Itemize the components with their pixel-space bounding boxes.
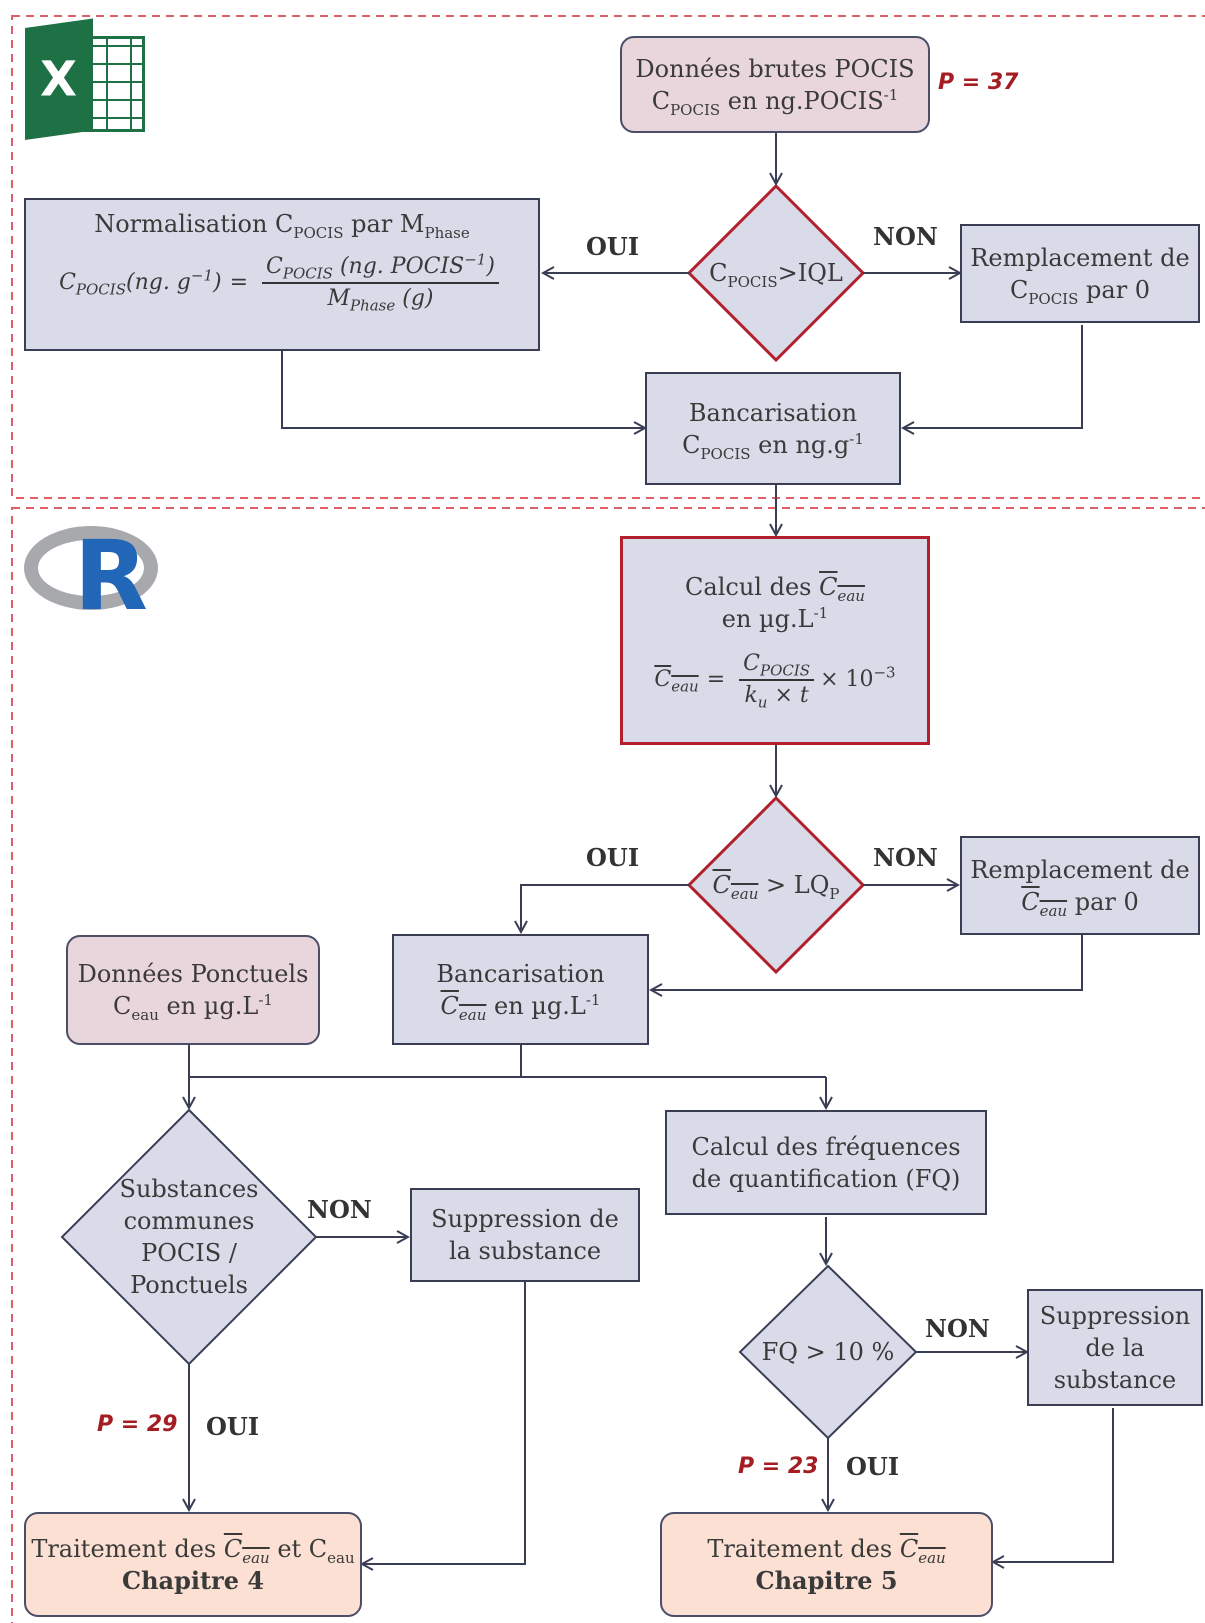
- replace1-line1: Remplacement de: [970, 243, 1190, 272]
- diamond-fq-text: FQ > 10 %: [761, 1338, 895, 1366]
- r-section-frame: [11, 507, 1205, 1623]
- p-value-37: P = 37: [938, 70, 1019, 95]
- r-logo: R: [24, 520, 159, 625]
- raw-line2: CPOCIS en ng.POCIS-1: [651, 85, 899, 119]
- replace-cpocis-box: Remplacement de CPOCIS par 0: [960, 224, 1200, 323]
- trait4-line1: Traitement des Ceau et Ceau: [31, 1534, 355, 1567]
- suppression-substance-box-1: Suppression de la substance: [410, 1188, 640, 1282]
- banc2-line1: Bancarisation: [436, 959, 605, 988]
- raw-line1: Données brutes POCIS: [635, 54, 915, 83]
- replace2-line1: Remplacement de: [970, 855, 1190, 884]
- diamond-iql-text: CPOCIS>IQL: [709, 259, 843, 291]
- ponctuels-line1: Données Ponctuels: [77, 960, 309, 988]
- fq-line1: Calcul des fréquences: [691, 1132, 961, 1161]
- suppression-substance-box-2: Suppression de la substance: [1027, 1289, 1203, 1406]
- decision-diamond-lqp: [686, 795, 866, 975]
- calcul-ceau-box: Calcul des Ceau en µg.L-1 Ceau = CPOCIS …: [620, 536, 930, 745]
- trait4-chapter: Chapitre 4: [121, 1565, 265, 1595]
- suppr2-line2: de la: [1085, 1333, 1145, 1362]
- diamond-lqp-text: Ceau > LQP: [712, 871, 840, 903]
- bancarisation-ceau-box: Bancarisation Ceau en µg.L-1: [392, 934, 649, 1045]
- normalisation-title: Normalisation CPOCIS par MPhase: [94, 210, 470, 242]
- raw-pocis-data-box: Données brutes POCIS CPOCIS en ng.POCIS-…: [620, 36, 930, 133]
- label-non-4: NON: [925, 1314, 990, 1343]
- p-value-23: P = 23: [738, 1454, 819, 1479]
- banc1-line2: CPOCIS en ng.g-1: [682, 429, 864, 463]
- normalisation-box: Normalisation CPOCIS par MPhase CPOCIS(n…: [24, 198, 540, 351]
- label-non-2: NON: [873, 843, 938, 872]
- bancarisation-pocis-box: Bancarisation CPOCIS en ng.g-1: [645, 372, 901, 485]
- trait5-chapter: Chapitre 5: [755, 1565, 898, 1595]
- suppr1-line1: Suppression de: [431, 1205, 619, 1233]
- trait5-line1: Traitement des Ceau: [707, 1534, 946, 1567]
- excel-letter: X: [40, 51, 78, 108]
- arrow-suppr2-to-trait5: [993, 1408, 1114, 1562]
- ponctuels-line2: Ceau en µg.L-1: [113, 991, 273, 1024]
- label-non-3: NON: [307, 1195, 372, 1224]
- label-oui-4: OUI: [846, 1452, 900, 1481]
- fq-calc-box: Calcul des fréquences de quantification …: [665, 1110, 987, 1215]
- suppr2-line1: Suppression: [1039, 1301, 1191, 1330]
- decision-diamond-iql: [686, 183, 866, 363]
- r-letter: R: [74, 520, 148, 632]
- banc2-line2: Ceau en µg.L-1: [440, 990, 601, 1024]
- label-non-1: NON: [873, 222, 938, 251]
- ponctuels-data-box: Données Ponctuels Ceau en µg.L-1: [66, 935, 320, 1045]
- calcul-line1: Calcul des Ceau: [685, 572, 865, 605]
- treatment-chapter4-box: Traitement des Ceau et Ceau Chapitre 4: [24, 1512, 362, 1617]
- banc1-line1: Bancarisation: [688, 398, 858, 427]
- calcul-equation: Ceau = CPOCIS ku × t × 10−3: [654, 650, 896, 711]
- replace2-line2: Ceau par 0: [1021, 887, 1139, 920]
- label-oui-3: OUI: [206, 1412, 260, 1441]
- p-value-29: P = 29: [97, 1412, 178, 1437]
- arrow-norm-to-banc1: [281, 350, 645, 428]
- replace1-line2: CPOCIS par 0: [1009, 275, 1151, 308]
- suppr2-line3: substance: [1053, 1365, 1177, 1394]
- arrow-lqp-oui: [521, 884, 689, 932]
- replace-ceau-box: Remplacement de Ceau par 0: [960, 836, 1200, 935]
- normalisation-equation: CPOCIS(ng. g−1) = CPOCIS (ng. POCIS−1) M…: [59, 252, 505, 314]
- fq-line2: de quantification (FQ): [691, 1164, 961, 1193]
- excel-section-frame: [11, 15, 1205, 499]
- arrow-replace1-to-banc1: [903, 325, 1083, 428]
- treatment-chapter5-box: Traitement des Ceau Chapitre 5: [660, 1512, 993, 1617]
- excel-logo: X: [25, 18, 147, 140]
- arrow-suppr1-to-trait4: [362, 1282, 526, 1564]
- calcul-line2: en µg.L-1: [721, 603, 829, 633]
- label-oui-2: OUI: [586, 843, 640, 872]
- excel-badge-icon: X: [25, 18, 93, 140]
- label-oui-1: OUI: [586, 232, 640, 261]
- arrow-replace2-to-banc2: [651, 935, 1083, 990]
- diamond-substances-text: Substances communes POCIS / Ponctuels: [119, 1175, 259, 1299]
- suppr1-line2: la substance: [448, 1237, 602, 1265]
